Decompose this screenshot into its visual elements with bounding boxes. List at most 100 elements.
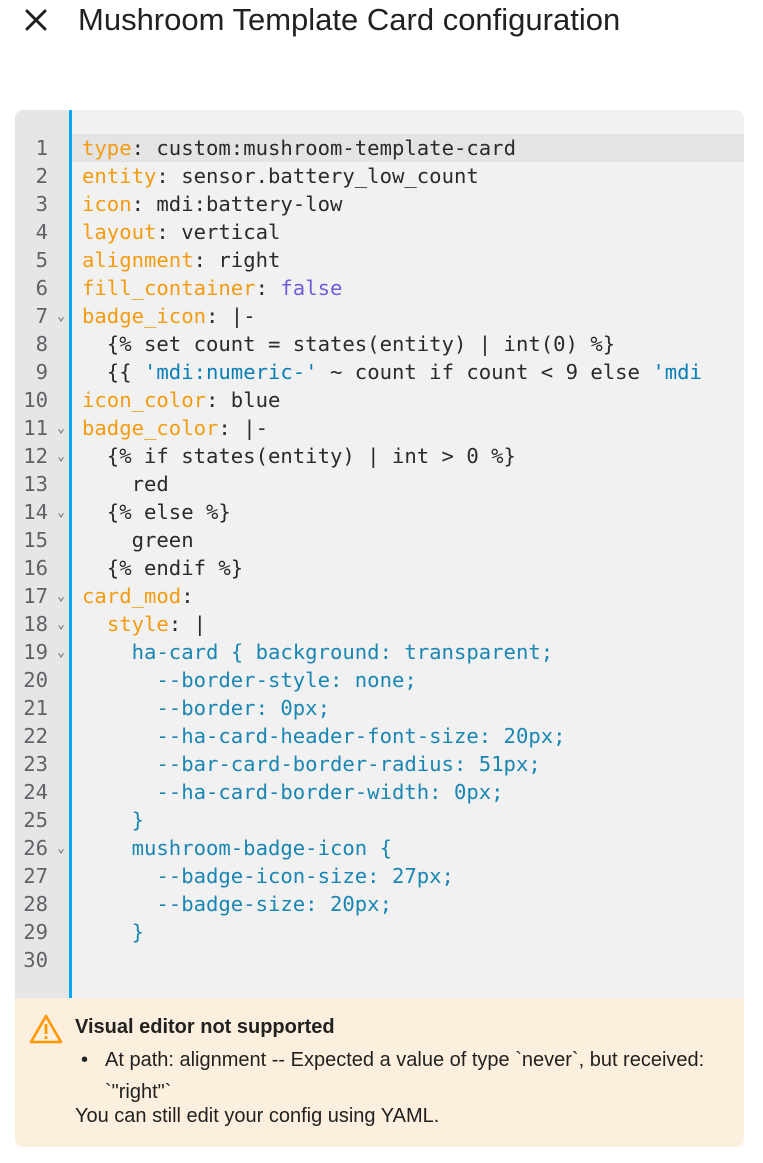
code-token: : | [168, 612, 207, 636]
fold-chevron-icon[interactable]: ⌄ [57, 645, 65, 660]
code-token: mushroom-badge-icon { [82, 836, 392, 860]
line-number: 24 [23, 780, 48, 804]
code-text: card_mod: [82, 582, 194, 610]
code-token: 'mdi [652, 360, 702, 384]
code-text: {% endif %} [82, 554, 243, 582]
line-number: 15 [23, 528, 48, 552]
code-line[interactable]: 12⌄ {% if states(entity) | int > 0 %} [23, 442, 744, 470]
fold-chevron-icon[interactable]: ⌄ [57, 309, 65, 324]
code-line[interactable]: 27 --badge-icon-size: 27px; [23, 862, 744, 890]
code-token: : blue [206, 388, 281, 412]
code-text: ha-card { background: transparent; [82, 638, 554, 666]
code-line[interactable]: 3 icon: mdi:battery-low [36, 190, 744, 218]
code-line[interactable]: 21 --border: 0px; [23, 694, 744, 722]
code-line[interactable]: 13 red [23, 470, 744, 498]
code-token: {{ [82, 360, 144, 384]
code-text: fill_container: false [82, 274, 342, 302]
code-token: --ha-card-border-width: 0px; [82, 780, 504, 804]
fold-chevron-icon[interactable]: ⌄ [57, 841, 65, 856]
code-token: } [82, 920, 144, 944]
line-number: 18 [23, 612, 48, 636]
line-number: 30 [23, 948, 48, 972]
line-number: 26 [23, 836, 48, 860]
line-number: 23 [23, 752, 48, 776]
code-line[interactable]: 19⌄ ha-card { background: transparent; [23, 638, 744, 666]
code-text: icon: mdi:battery-low [82, 190, 342, 218]
code-line[interactable]: 26 ⌄ mushroom-badge-icon { [23, 834, 744, 862]
code-line[interactable]: 28 --badge-size: 20px; [23, 890, 744, 918]
code-token: {% endif %} [82, 556, 244, 580]
code-line[interactable]: 14 ⌄ {% else %} [23, 498, 744, 526]
code-line[interactable]: 22 --ha-card-header-font-size: 20px; [23, 722, 744, 750]
line-number: 20 [23, 668, 48, 692]
code-text: green [82, 526, 194, 554]
code-text: {% else %} [82, 498, 231, 526]
code-line[interactable]: 17⌄card_mod: [23, 582, 744, 610]
code-token: {% set count = states(entity) | int(0) %… [82, 332, 616, 356]
code-token: --bar-card-border-radius: 51px; [82, 752, 541, 776]
code-line[interactable]: 9 {{ 'mdi:numeric-' ~ count if count < 9… [36, 358, 744, 386]
code-token [82, 612, 107, 636]
code-token: } [82, 808, 144, 832]
line-number: 14 [23, 500, 48, 524]
fold-chevron-icon[interactable]: ⌄ [57, 589, 65, 604]
line-number: 1 [35, 136, 48, 160]
warning-alert: Visual editor not supported At path: ali… [15, 998, 744, 1147]
line-number: 9 [35, 360, 48, 384]
line-number: 27 [23, 864, 48, 888]
code-token: ha-card { background: transparent; [82, 640, 554, 664]
code-token: --border: 0px; [82, 696, 330, 720]
alert-error-item: At path: alignment -- Expected a value o… [75, 1044, 715, 1108]
code-token: green [82, 528, 194, 552]
code-line[interactable]: 15 green [23, 526, 744, 554]
code-line[interactable]: 29 } [23, 918, 744, 946]
code-token: card_mod [82, 584, 182, 608]
line-number: 3 [35, 192, 48, 216]
code-token: : custom:mushroom-template-card [131, 136, 516, 160]
code-line[interactable]: 11⌄badge_color: |- [23, 414, 744, 442]
code-line[interactable]: 25 } [23, 806, 744, 834]
line-number: 29 [23, 920, 48, 944]
code-line[interactable]: 20 --border-style: none; [23, 666, 744, 694]
code-text: --badge-size: 20px; [82, 890, 392, 918]
code-line[interactable]: 23 --bar-card-border-radius: 51px; [23, 750, 744, 778]
fold-chevron-icon[interactable]: ⌄ [57, 617, 65, 632]
code-text: {% set count = states(entity) | int(0) %… [82, 330, 615, 358]
code-token: : right [193, 248, 281, 272]
line-number: 7 [35, 304, 48, 328]
code-line[interactable]: 7⌄badge_icon: |- [36, 302, 744, 330]
fold-chevron-icon[interactable]: ⌄ [57, 505, 65, 520]
code-line[interactable]: 5 alignment: right [36, 246, 744, 274]
code-text: --badge-icon-size: 27px; [82, 862, 454, 890]
code-text: {{ 'mdi:numeric-' ~ count if count < 9 e… [82, 358, 702, 386]
code-text: {% if states(entity) | int > 0 %} [82, 442, 516, 470]
line-number: 2 [35, 164, 48, 188]
line-number: 22 [23, 724, 48, 748]
code-line[interactable]: 16 {% endif %} [23, 554, 744, 582]
code-line[interactable]: 8 {% set count = states(entity) | int(0)… [36, 330, 744, 358]
fold-chevron-icon[interactable]: ⌄ [57, 449, 65, 464]
code-token: : |- [206, 304, 256, 328]
line-number: 5 [35, 248, 48, 272]
code-token: --badge-icon-size: 27px; [82, 864, 454, 888]
code-text: --border-style: none; [82, 666, 416, 694]
code-token: : vertical [156, 220, 281, 244]
code-line[interactable]: 24 --ha-card-border-width: 0px; [23, 778, 744, 806]
close-button[interactable] [18, 2, 54, 38]
line-number: 10 [23, 388, 48, 412]
code-token: red [82, 472, 169, 496]
code-token: badge_color [82, 416, 219, 440]
fold-chevron-icon[interactable]: ⌄ [57, 421, 65, 436]
code-token: layout [82, 220, 157, 244]
code-text: alignment: right [82, 246, 280, 274]
code-line[interactable]: 30 [23, 946, 744, 974]
code-token: : [181, 584, 194, 608]
code-line[interactable]: 18⌄ style: | [23, 610, 744, 638]
